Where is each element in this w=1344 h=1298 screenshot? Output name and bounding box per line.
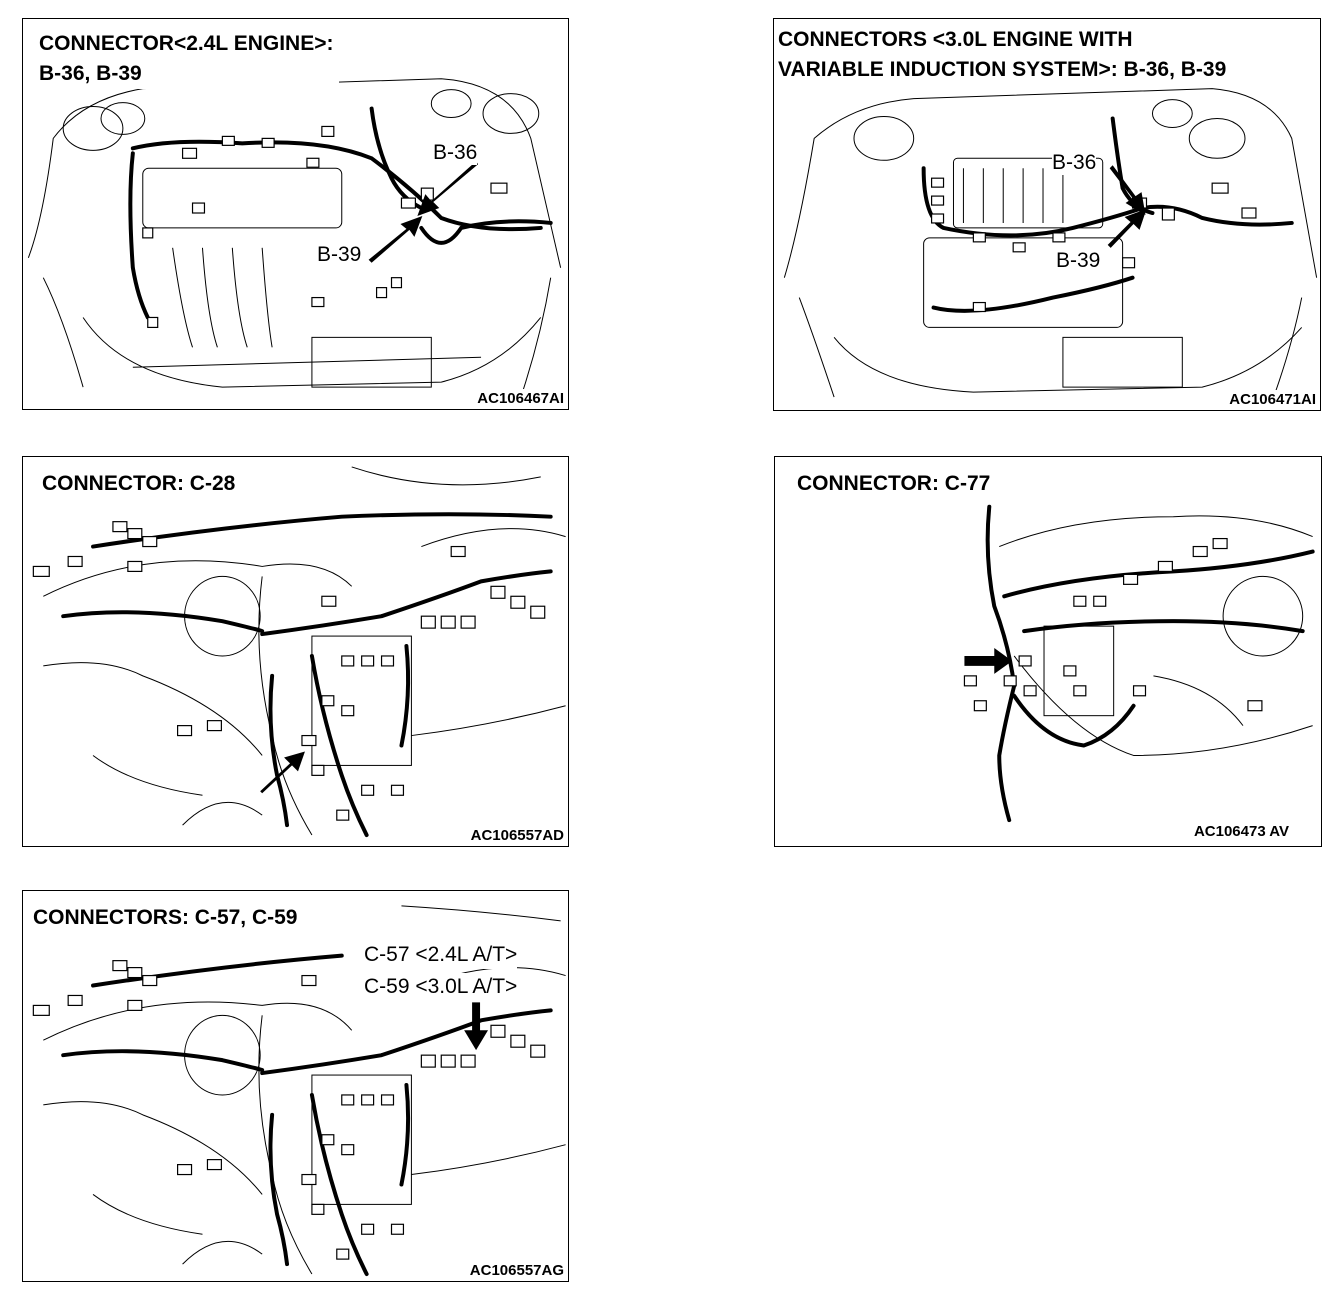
panel-connector-c28: CONNECTOR: C-28 AC106557AD	[22, 456, 569, 847]
engine-bay-illustration	[783, 88, 1318, 403]
engine-bay-illustration	[27, 78, 562, 398]
figure-code: AC106557AD	[466, 826, 568, 846]
panel-title: CONNECTORS: C-57, C-59	[33, 903, 304, 933]
panel-connector-c77: CONNECTOR: C-77 AC106473 AV	[774, 456, 1322, 847]
figure-code: AC106557AG	[465, 1261, 568, 1281]
panel-title: CONNECTORS <3.0L ENGINE WITH VARIABLE IN…	[778, 25, 1233, 85]
panel-title: CONNECTOR: C-28	[42, 469, 242, 499]
dashboard-harness-illustration	[963, 504, 1315, 823]
callout-b39: B-39	[1056, 249, 1101, 273]
figure-code: AC106473 AV	[1189, 822, 1293, 842]
panel-connectors-c57-c59: CONNECTORS: C-57, C-59 C-57 <2.4L A/T> C…	[22, 890, 569, 1282]
sublabel-c59: C-59 <3.0L A/T>	[364, 973, 518, 1001]
panel-engine-3-0l: CONNECTORS <3.0L ENGINE WITH VARIABLE IN…	[773, 18, 1321, 411]
callout-b36: B-36	[1052, 151, 1097, 175]
dashboard-harness-illustration	[32, 466, 566, 838]
figure-code: AC106471AI	[1225, 390, 1320, 410]
callout-b36: B-36	[433, 141, 478, 165]
sublabel-c57: C-57 <2.4L A/T>	[364, 941, 518, 969]
dashboard-harness-illustration	[32, 905, 566, 1277]
panel-title: CONNECTOR: C-77	[797, 469, 997, 499]
panel-engine-2-4l: CONNECTOR<2.4L ENGINE>: B-36, B-39 B-36 …	[22, 18, 569, 410]
figure-code: AC106467AI	[473, 389, 568, 409]
panel-title: CONNECTOR<2.4L ENGINE>: B-36, B-39	[39, 29, 340, 89]
callout-b39: B-39	[317, 243, 362, 267]
